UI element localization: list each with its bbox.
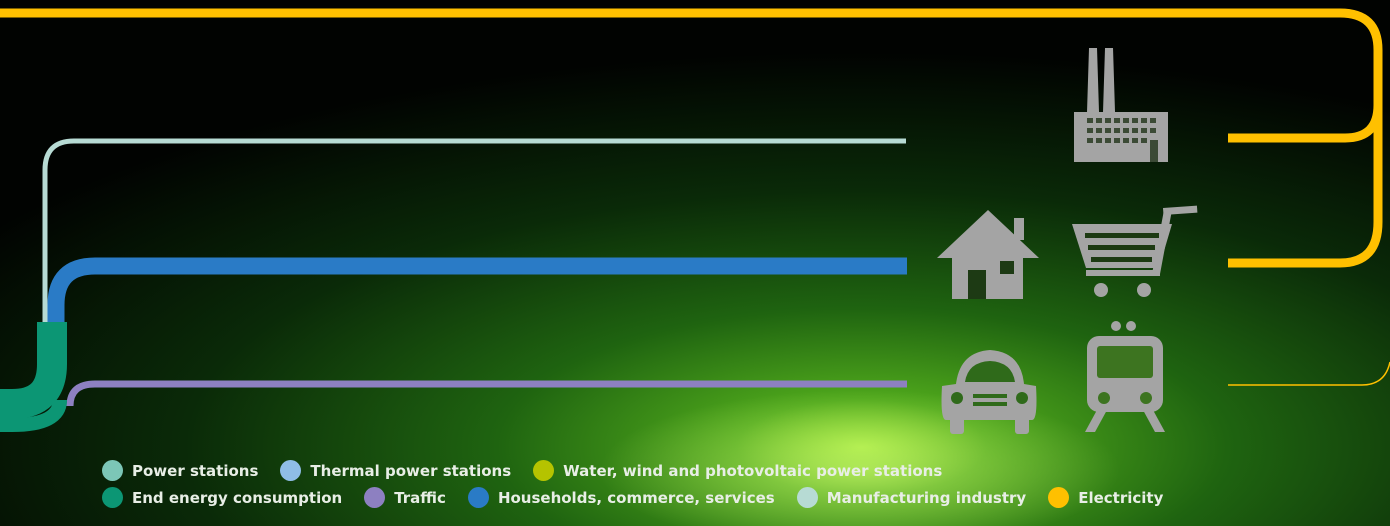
background-highlight — [600, 390, 1120, 526]
households-line — [47, 257, 907, 330]
legend-dot — [364, 487, 386, 508]
legend-dot — [1048, 487, 1070, 508]
legend-dot — [467, 487, 489, 508]
house-icon — [937, 210, 1039, 299]
end-energy-pipe-lower — [0, 399, 67, 432]
manufacturing-line — [42, 138, 906, 330]
legend-label: Electricity — [1078, 488, 1164, 507]
legend-label: Manufacturing industry — [826, 488, 1027, 507]
legend-item-power-stations: Power stations — [102, 460, 258, 481]
legend-dot — [533, 460, 555, 481]
legend-item-end-energy-consumption: End energy consumption — [102, 487, 342, 508]
legend-dot — [102, 460, 123, 481]
legend-label: End energy consumption — [132, 488, 343, 507]
legend-dot — [280, 460, 302, 481]
legend-item-electricity: Electricity — [1048, 487, 1163, 508]
legend-row-1: Power stations Thermal power stations Wa… — [102, 460, 964, 481]
electricity-thin-line — [1228, 361, 1390, 386]
legend-item-traffic: Traffic — [364, 487, 446, 508]
electricity-branch — [1228, 104, 1383, 143]
car-icon — [941, 350, 1037, 434]
legend-label: Thermal power stations — [310, 461, 512, 480]
factory-icon — [1074, 48, 1168, 162]
end-energy-pipe — [0, 322, 67, 419]
legend-label: Households, commerce, services — [497, 488, 775, 507]
tram-icon — [1085, 321, 1165, 432]
legend-dot — [102, 487, 123, 508]
legend-label: Traffic — [394, 488, 446, 507]
legend-item-manufacturing-industry: Manufacturing industry — [796, 487, 1027, 508]
legend-item-renewable-power-stations: Water, wind and photovoltaic power stati… — [533, 460, 942, 481]
legend-item-thermal-power-stations: Thermal power stations — [280, 460, 511, 481]
electricity-line — [0, 8, 1383, 268]
legend-dot — [796, 487, 818, 508]
traffic-line — [66, 380, 907, 407]
shopping-cart-icon — [1072, 205, 1198, 297]
legend-label: Water, wind and photovoltaic power stati… — [563, 461, 943, 480]
legend-row-2: End energy consumption Traffic Household… — [102, 487, 1185, 508]
legend-label: Power stations — [132, 461, 259, 480]
legend-item-households: Households, commerce, services — [467, 487, 775, 508]
